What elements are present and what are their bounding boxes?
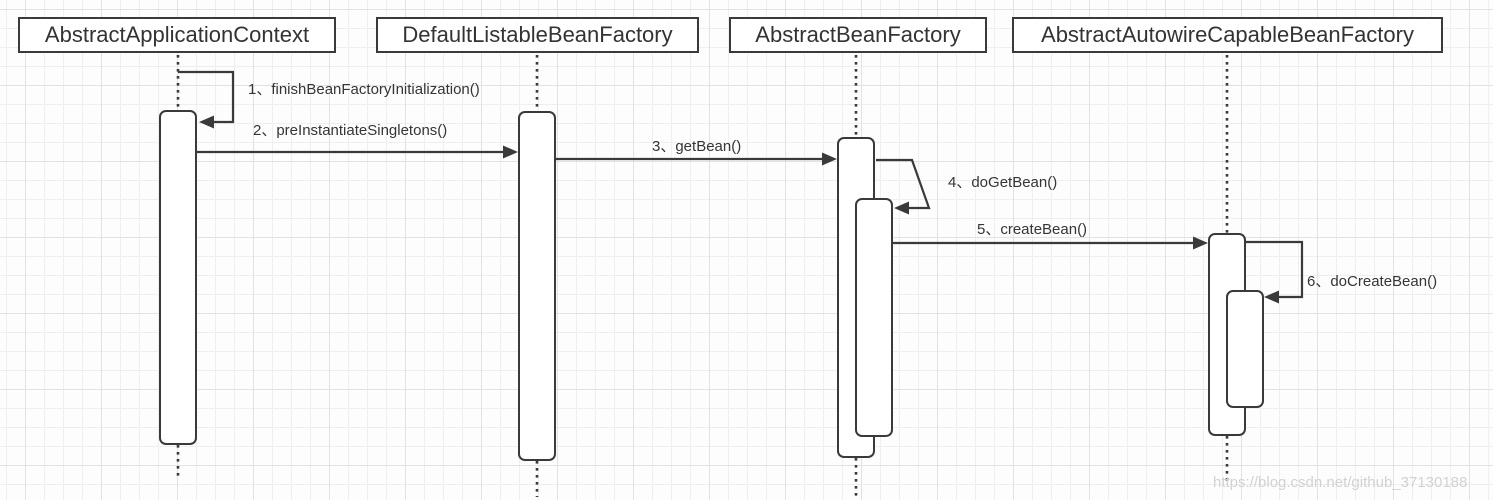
message-4-arrowhead (894, 201, 909, 215)
participant-box-abstract-autowire-capable-bean-factory: AbstractAutowireCapableBeanFactory (1012, 17, 1443, 53)
activation-default-listable-bean-factory (518, 111, 556, 461)
message-3-label: 3、getBean() (652, 138, 742, 155)
participant-label: AbstractAutowireCapableBeanFactory (1041, 22, 1414, 47)
message-5-label: 5、createBean() (977, 221, 1088, 238)
message-2-label: 2、preInstantiateSingletons() (253, 122, 448, 139)
activation-abstract-bean-factory-nested (855, 198, 893, 437)
participant-label: AbstractBeanFactory (755, 22, 961, 47)
csdn-watermark: https://blog.csdn.net/github_37130188 (1213, 474, 1468, 491)
message-6-arrowhead (1264, 290, 1279, 304)
participant-box-abstract-application-context: AbstractApplicationContext (18, 17, 336, 53)
message-6-self-loop (1246, 240, 1304, 299)
message-6-label: 6、doCreateBean() (1307, 273, 1438, 290)
message-4-label: 4、doGetBean() (948, 174, 1058, 191)
activation-abstract-application-context (159, 110, 197, 445)
message-3-arrowhead (822, 152, 837, 166)
message-1-label: 1、finishBeanFactoryInitialization() (248, 81, 480, 98)
message-1-self-loop (178, 70, 235, 124)
activation-abstract-autowire-capable-bean-factory-nested (1226, 290, 1264, 408)
message-1-arrowhead (199, 115, 214, 129)
participant-box-default-listable-bean-factory: DefaultListableBeanFactory (376, 17, 699, 53)
message-5-arrowhead (1193, 236, 1208, 250)
participant-box-abstract-bean-factory: AbstractBeanFactory (729, 17, 987, 53)
message-2-arrowhead (503, 145, 518, 159)
message-4-self-loop (876, 158, 931, 210)
participant-label: DefaultListableBeanFactory (402, 22, 673, 47)
participant-label: AbstractApplicationContext (44, 22, 310, 47)
